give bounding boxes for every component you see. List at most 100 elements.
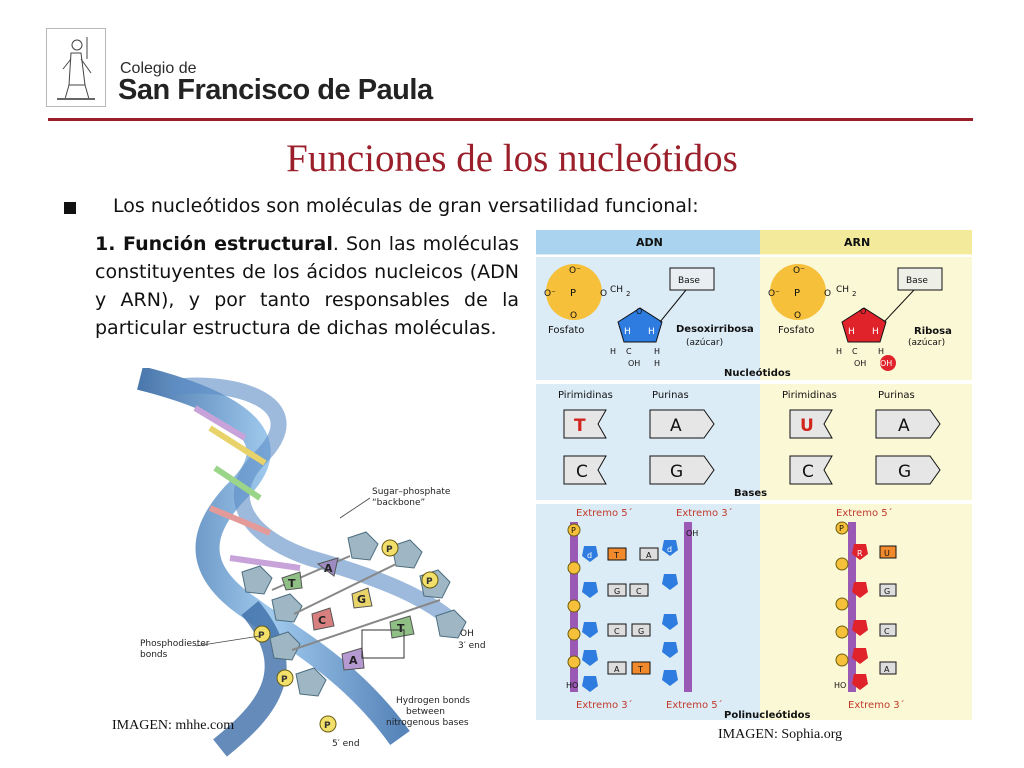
extremo-label: Extremo 5´ (836, 507, 893, 519)
guanine-label: G (670, 462, 683, 482)
hydrogen-bonds-label: Hydrogen bonds (396, 696, 470, 706)
atom-label: OH (628, 359, 640, 368)
polynucleotides-section: Extremo 5´ Extremo 3´ Extremo 5´ (566, 507, 905, 720)
extremo-label: Extremo 5´ (576, 507, 633, 519)
bases-label: Bases (734, 488, 767, 499)
dna-base-label: T (397, 622, 405, 635)
atom-label: O⁻ (569, 266, 581, 276)
atom-label: 2 (852, 290, 856, 298)
school-name: San Francisco de Paula (118, 74, 433, 106)
dna-strand-units (567, 523, 678, 692)
dna-base-label: A (349, 654, 358, 667)
phosphate-label: P (426, 577, 433, 587)
square-bullet-icon (64, 202, 76, 214)
base-label: T (613, 551, 619, 560)
pirimidinas-label: Pirimidinas (558, 390, 613, 401)
nucleotide-comparison-figure: ADN ARN O⁻ O⁻ P O O CH 2 Fosfato O H H H… (536, 230, 972, 720)
hydrogen-bonds-label-2: between (406, 707, 445, 717)
base-label: G (614, 587, 620, 596)
base-box-label: Base (906, 276, 928, 286)
point-heading: 1. Función estructural (95, 233, 333, 255)
guanine-label: G (898, 462, 911, 482)
phosphate-label: P (386, 545, 393, 555)
atom-label: H (848, 327, 855, 337)
extremo-label: Extremo 5´ (666, 699, 723, 711)
atom-label: H (836, 347, 842, 356)
phosphate-label: P (839, 524, 844, 533)
sugar-label: d (587, 551, 592, 560)
fosfato-label: Fosfato (778, 325, 814, 336)
phosphate-label: P (258, 631, 265, 641)
atom-label: C (626, 347, 632, 356)
structural-function-paragraph: 1. Función estructural. Son las molécula… (95, 230, 519, 342)
hydrogen-bonds-label-3: nitrogenous bases (386, 718, 469, 728)
atom-label: C (852, 347, 858, 356)
dna-base-label: T (288, 577, 296, 590)
three-prime-end-label: 3′ end (458, 641, 486, 651)
phosphate-circles (253, 539, 439, 733)
atom-label: OH (854, 359, 866, 368)
pirimidinas-label: Pirimidinas (782, 390, 837, 401)
adenine-label: A (670, 416, 682, 436)
atom-label: O⁻ (768, 289, 780, 299)
atom-label: H (654, 359, 660, 368)
phosphodiester-label: Phosphodiester (140, 639, 210, 649)
base-label: C (614, 627, 620, 636)
polinucleotidos-label: Polinucleótidos (724, 709, 811, 720)
atom-label: P (794, 288, 800, 299)
atom-label: H (878, 347, 884, 356)
atom-label: O (794, 311, 801, 321)
sugar-label: d (667, 545, 672, 554)
thymine-label: T (574, 416, 586, 436)
atom-label: CH (610, 285, 623, 295)
azucar-label: (azúcar) (686, 338, 723, 348)
phosphate-label: P (324, 721, 331, 731)
base-label: G (884, 587, 890, 596)
bullet-text: Los nucleótidos son moléculas de gran ve… (113, 195, 699, 217)
nucleotidos-label: Nucleótidos (724, 367, 791, 379)
slide-title: Funciones de los nucleótidos (286, 137, 738, 180)
base-label: U (884, 549, 890, 558)
atom-label: H (624, 327, 631, 337)
adenine-label: A (898, 416, 910, 436)
backbone-pentagons (241, 531, 467, 697)
image-credit-right: IMAGEN: Sophia.org (718, 727, 843, 742)
dna-double-helix-illustration: A T G C T A P P P P P Sugar–phosphate “b… (137, 368, 486, 757)
base-label: G (638, 627, 644, 636)
ribosa-label: Ribosa (914, 326, 952, 337)
purinas-label: Purinas (878, 390, 915, 401)
base-pair-shapes: A T G C T A (271, 555, 441, 671)
atom-label: O (860, 307, 866, 316)
ho-label: HO (834, 681, 846, 690)
cytosine-label: C (802, 462, 814, 482)
atom-label: H (654, 347, 660, 356)
arn-header (760, 230, 972, 254)
dna-nucleotide-structure: O⁻ O⁻ P O O CH 2 Fosfato O H H H C H OH … (544, 264, 754, 368)
uracil-label: U (800, 416, 814, 436)
bases-section: Pirimidinas Purinas Pirimidinas Purinas … (558, 390, 941, 499)
atom-label: O (824, 289, 831, 299)
base-label: A (614, 665, 620, 674)
atom-label: O (600, 289, 607, 299)
rna-nucleotide-structure: O⁻ O⁻ P O O CH 2 Fosfato O H H H C H OH … (768, 264, 952, 371)
base-label: A (646, 551, 652, 560)
atom-label: O⁻ (544, 289, 556, 299)
desoxirribosa-label: Desoxirribosa (676, 324, 754, 335)
base-box-label: Base (678, 276, 700, 286)
school-logo (46, 28, 106, 107)
atom-label: CH (836, 285, 849, 295)
extremo-label: Extremo 3´ (576, 699, 633, 711)
extremo-label: Extremo 3´ (848, 699, 905, 711)
saint-figure-icon (57, 37, 95, 100)
adn-column-title: ADN (636, 236, 663, 249)
atom-label: H (610, 347, 616, 356)
rna-strand-units (835, 521, 897, 690)
purinas-label: Purinas (652, 390, 689, 401)
point-body: . Son las moléculas constituyentes de lo… (95, 233, 520, 339)
arn-column-title: ARN (844, 236, 870, 249)
atom-label: OH (880, 359, 892, 368)
sugar-label: R (857, 549, 863, 558)
dna-base-label: G (357, 593, 366, 606)
dna-base-label: C (318, 614, 326, 627)
dna-base-label: A (324, 562, 333, 575)
